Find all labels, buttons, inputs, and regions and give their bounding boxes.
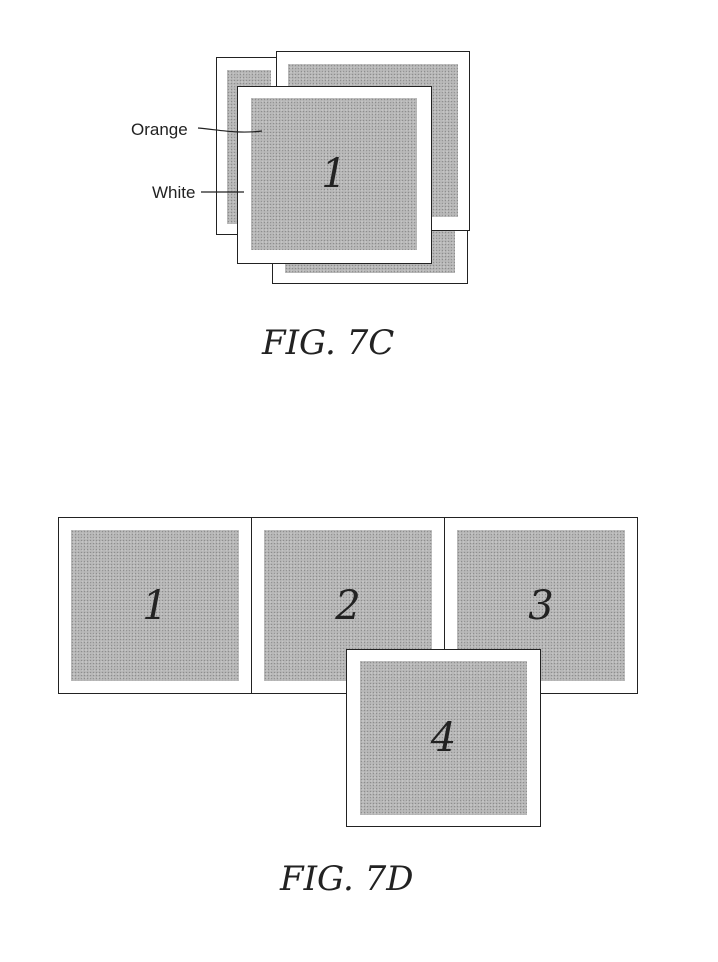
fig7c-front-inner: 1 <box>251 98 417 250</box>
fig7c-caption: FIG. 7C <box>262 326 394 360</box>
fig7d-card-4: 4 <box>346 649 541 827</box>
fig7d-card-4-number: 4 <box>431 718 456 758</box>
fig7d-card-1-inner: 1 <box>71 530 239 681</box>
fig7c-front-number: 1 <box>321 154 346 194</box>
fig7d-card-2-number: 2 <box>335 586 360 626</box>
fig7d-card-3-number: 3 <box>528 586 553 626</box>
orange-label: Orange <box>131 121 188 138</box>
fig7d-card-1: 1 <box>58 517 252 694</box>
fig7d-caption: FIG. 7D <box>280 862 413 896</box>
fig7d-card-1-number: 1 <box>142 586 167 626</box>
white-label: White <box>152 184 195 201</box>
fig7c-front-card: 1 <box>237 86 432 264</box>
fig7d-card-4-inner: 4 <box>360 661 527 815</box>
